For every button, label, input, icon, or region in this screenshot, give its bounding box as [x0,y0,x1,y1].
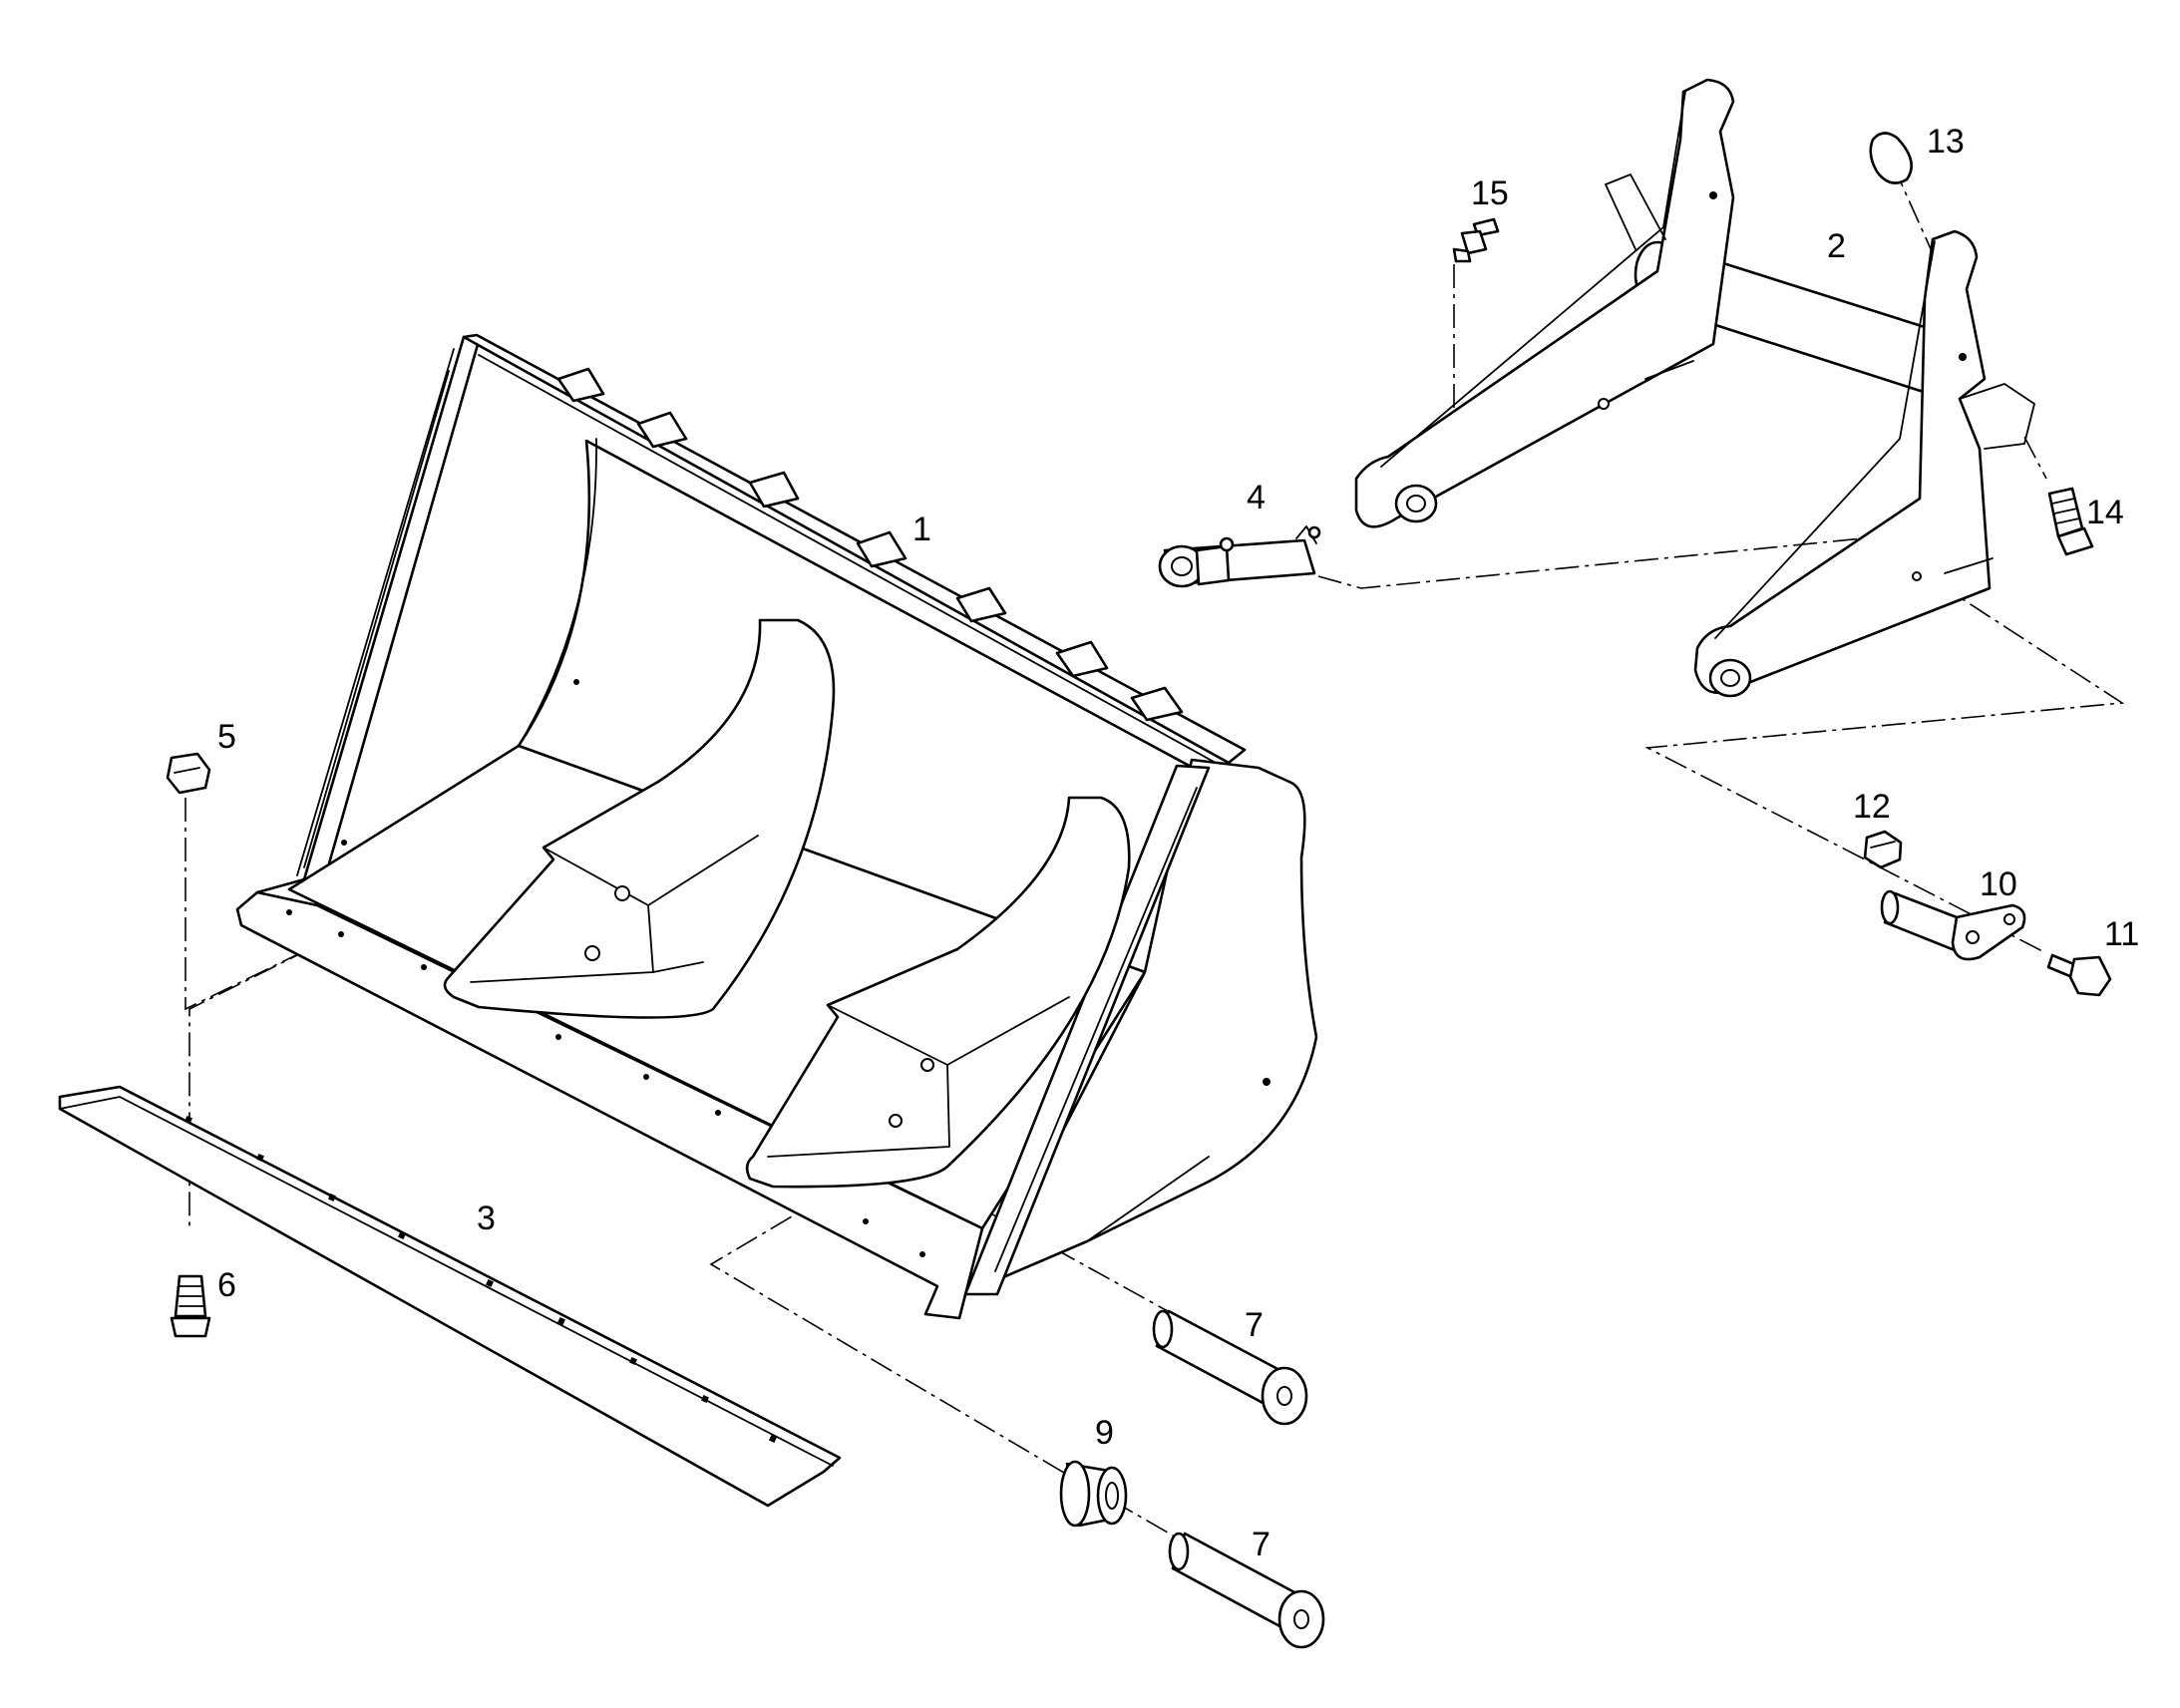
pin-plate-part-10 [1880,889,2026,961]
cylinder-part-4 [1158,525,1321,588]
callout-14: 14 [2086,494,2124,531]
bucket-right-bracket [745,796,1131,1189]
callout-4: 4 [1247,479,1266,516]
bucket-left-bracket [443,618,836,1019]
callout-12: 12 [1853,788,1891,826]
bolt-part-14 [2047,487,2094,556]
bushing-part-9 [1059,1460,1128,1528]
pin-part-7a [1152,1309,1308,1426]
bucket-part-1 [235,333,1318,1320]
callout-13: 13 [1927,123,1965,161]
callout-11: 11 [2104,915,2139,953]
leader-cap-13 [1892,164,1951,292]
callout-labels: 1 2 3 4 5 6 7 7 9 10 11 12 13 14 15 [217,123,2139,1563]
callout-2: 2 [1827,227,1846,265]
cutting-edge-holes [184,1116,777,1443]
arm-frame-part-2 [1354,78,2035,698]
callout-3: 3 [477,1199,496,1237]
leader-cylinder-4 [1317,537,1864,589]
cutting-edge-part-3 [58,1085,842,1508]
callout-9: 9 [1095,1414,1114,1452]
callout-15: 15 [1471,174,1509,212]
fitting-part-15 [1452,217,1500,263]
callout-10: 10 [1980,865,2017,903]
rear-arm [1354,78,1735,528]
bolt-part-11 [2046,953,2112,997]
leader-bolt-14 [2023,436,2047,480]
leader-pin-10 [1644,581,2125,953]
nut-part-5 [166,752,211,795]
callout-6: 6 [217,1266,236,1304]
callout-1: 1 [912,511,931,548]
bucket-right-side-plate [980,758,1318,1288]
cap-part-13 [1869,132,1913,184]
callout-5: 5 [217,718,236,756]
bolt-part-6 [170,1274,211,1338]
callout-7a: 7 [1245,1306,1264,1344]
pin-part-7b [1168,1532,1325,1649]
callout-7b: 7 [1252,1526,1271,1563]
nut-part-12 [1863,830,1903,869]
bucket-base-edge [235,890,984,1320]
